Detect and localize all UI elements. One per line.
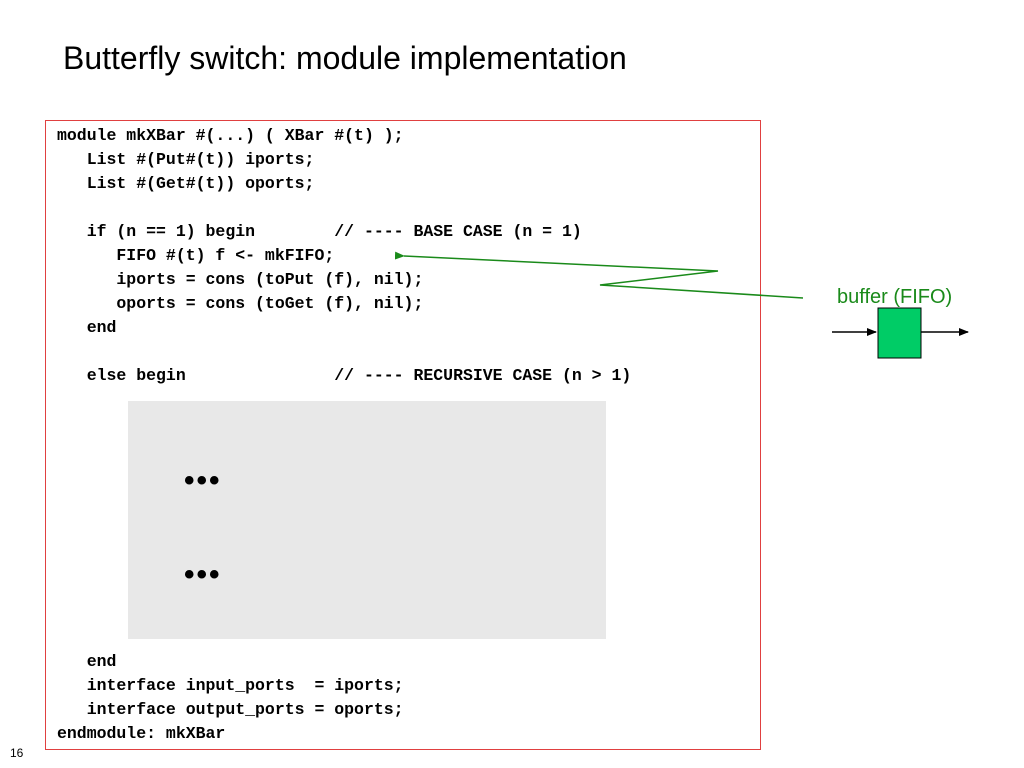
- code-line-endmodule: endmodule: mkXBar: [57, 724, 226, 743]
- code-line-else-recursive: else begin // ---- RECURSIVE CASE (n > 1…: [57, 366, 632, 385]
- code-line-iports-decl: List #(Put#(t)) iports;: [57, 150, 315, 169]
- page-number: 16: [10, 746, 24, 760]
- code-line-oports-assign: oports = cons (toGet (f), nil);: [57, 294, 424, 313]
- code-line-oports-decl: List #(Get#(t)) oports;: [57, 174, 315, 193]
- ellipsis-2: •••: [184, 558, 222, 591]
- callout-label: buffer (FIFO): [837, 286, 953, 308]
- code-line-iports-assign: iports = cons (toPut (f), nil);: [57, 270, 424, 289]
- code-line-interface-input: interface input_ports = iports;: [57, 676, 404, 695]
- code-box: [45, 120, 761, 750]
- callout-pointer-line: [394, 251, 804, 299]
- slide-title: Butterfly switch: module implementation: [63, 40, 627, 76]
- ellipsis-1: •••: [184, 464, 222, 497]
- code-line-interface-output: interface output_ports = oports;: [57, 700, 404, 719]
- code-line-end-base: end: [57, 318, 117, 337]
- code-line-if-base-case: if (n == 1) begin // ---- BASE CASE (n =…: [57, 222, 582, 241]
- elided-code-block: [128, 401, 606, 639]
- code-line-fifo: FIFO #(t) f <- mkFIFO;: [57, 246, 335, 265]
- fifo-buffer-box: [877, 307, 922, 359]
- code-line-end-recursive: end: [57, 652, 117, 671]
- code-line-module: module mkXBar #(...) ( XBar #(t) );: [57, 126, 404, 145]
